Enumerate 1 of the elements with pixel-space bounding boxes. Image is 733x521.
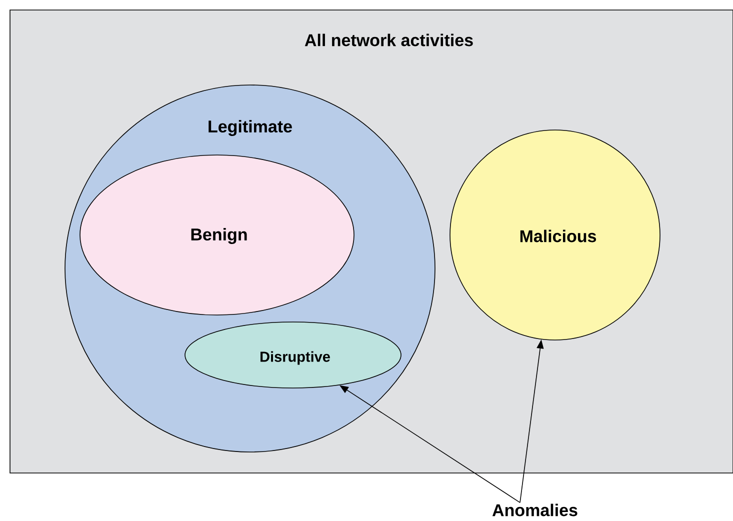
anomalies-label: Anomalies <box>492 504 578 516</box>
